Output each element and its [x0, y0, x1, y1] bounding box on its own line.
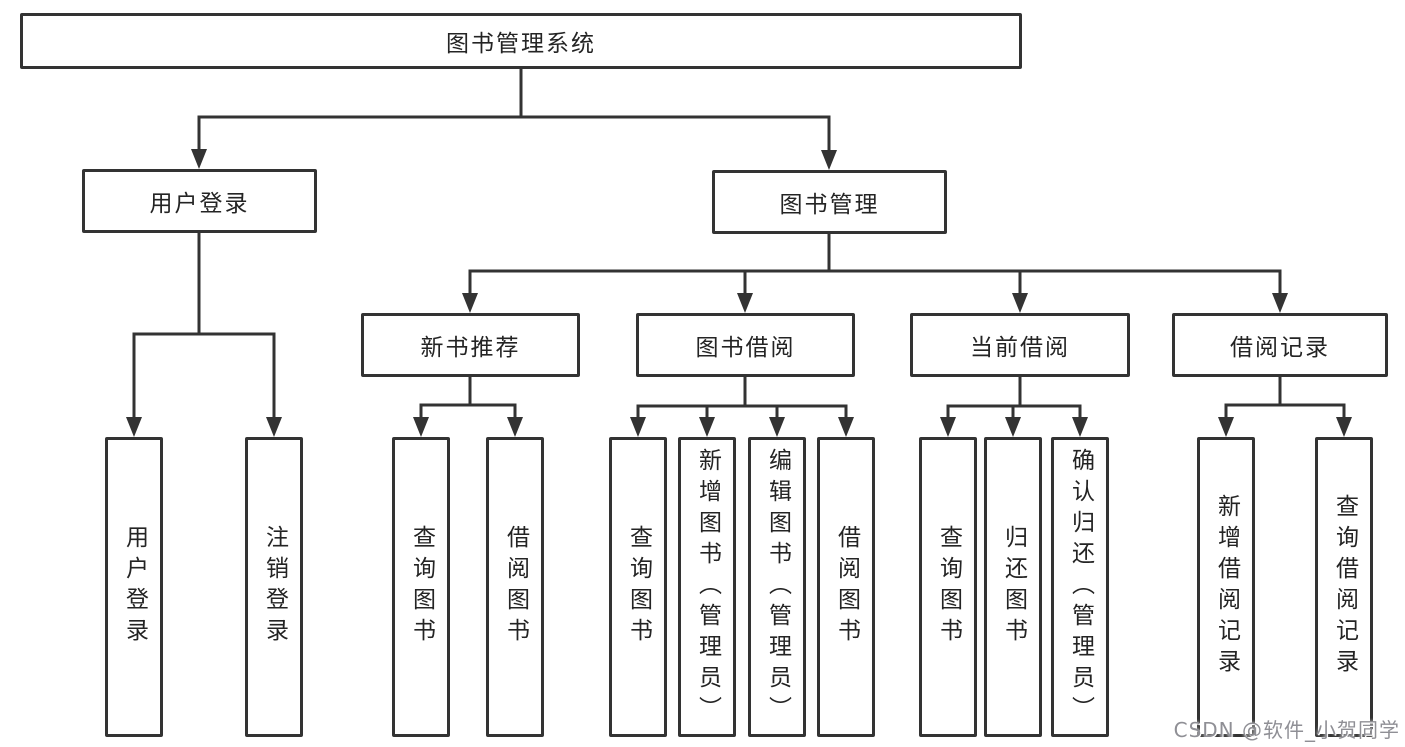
node-leaf-query-borrow-record: 查询借阅记录 [1315, 437, 1373, 737]
node-leaf-return-books: 归还图书 [984, 437, 1042, 737]
node-label: 查询图书 [935, 525, 962, 649]
node-label: 新书推荐 [420, 335, 521, 361]
node-current-borrowing: 当前借阅 [910, 313, 1130, 377]
node-label: 用户登录 [121, 525, 148, 649]
node-label: 查询借阅记录 [1331, 494, 1358, 680]
node-user-login: 用户登录 [82, 169, 317, 233]
node-label: 新增借阅记录 [1213, 494, 1240, 680]
csdn-watermark: CSDN @软件_小贺同学 [1173, 718, 1400, 742]
node-leaf-user-login: 用户登录 [105, 437, 163, 737]
node-leaf-confirm-return-admin: 确认归还（管理员） [1051, 437, 1109, 737]
node-label: 图书管理系统 [446, 31, 596, 57]
node-new-book-recommend: 新书推荐 [361, 313, 580, 377]
node-label: 当前借阅 [970, 335, 1070, 361]
node-label: 新增图书（管理员） [694, 447, 721, 727]
node-label: 归还图书 [1000, 525, 1027, 649]
node-leaf-borrow-books: 借阅图书 [817, 437, 875, 737]
node-label: 借阅图书 [502, 525, 529, 649]
node-label: 注销登录 [261, 525, 288, 649]
node-label: 借阅图书 [833, 525, 860, 649]
node-book-management: 图书管理 [712, 170, 947, 234]
node-label: 图书借阅 [695, 335, 796, 361]
node-label: 查询图书 [625, 525, 652, 649]
node-leaf-borrow-books-recommend: 借阅图书 [486, 437, 544, 737]
node-leaf-query-books-borrow: 查询图书 [609, 437, 667, 737]
node-label: 编辑图书（管理员） [764, 447, 791, 727]
node-label: 确认归还（管理员） [1067, 447, 1094, 727]
node-borrowing-records: 借阅记录 [1172, 313, 1388, 377]
node-library-system: 图书管理系统 [20, 13, 1022, 69]
node-label: 图书管理 [779, 192, 880, 218]
node-label: 用户登录 [149, 191, 250, 217]
node-leaf-add-books-admin: 新增图书（管理员） [678, 437, 736, 737]
node-label: 查询图书 [408, 525, 435, 649]
node-leaf-edit-books-admin: 编辑图书（管理员） [748, 437, 806, 737]
node-book-borrowing: 图书借阅 [636, 313, 855, 377]
node-leaf-add-borrow-record: 新增借阅记录 [1197, 437, 1255, 737]
node-label: 借阅记录 [1230, 335, 1330, 361]
node-leaf-logout: 注销登录 [245, 437, 303, 737]
node-leaf-query-books-current: 查询图书 [919, 437, 977, 737]
node-leaf-query-books-recommend: 查询图书 [392, 437, 450, 737]
